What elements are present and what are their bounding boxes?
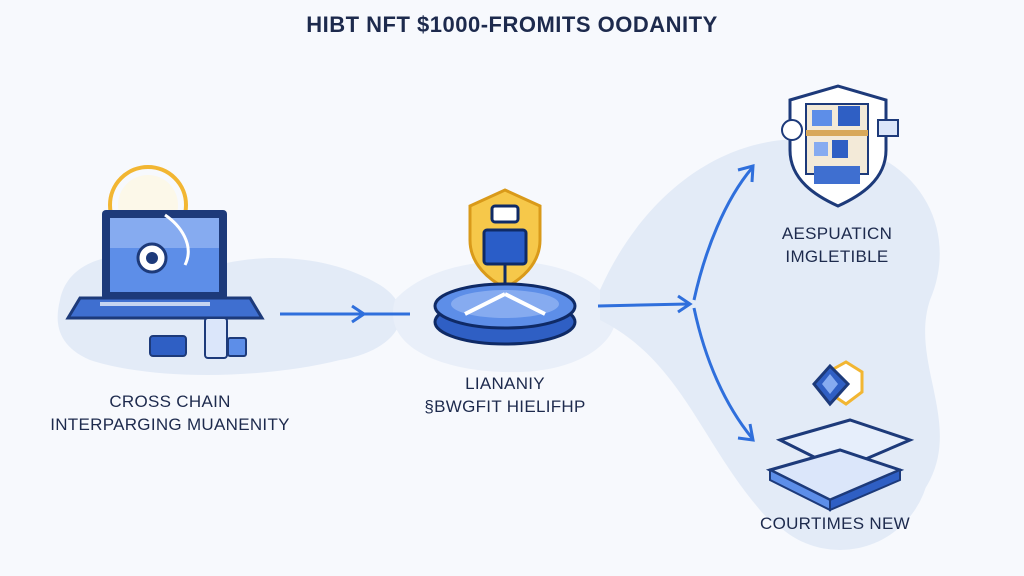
node-label-bottom-right: COURTIMES NEW	[735, 512, 935, 535]
laptop-icon	[65, 165, 265, 359]
node-label-center: LIANANIY §BWGFIT HIELIFHP	[400, 372, 610, 418]
arrow-split-to-bottom-right	[692, 307, 755, 442]
arrow-center-to-split	[597, 294, 693, 314]
node-label-top-right: AESPUATICN IMGLETIBLE	[752, 222, 922, 268]
node-label-line: LIANANIY	[465, 374, 545, 393]
arrow-left-to-center	[280, 304, 410, 324]
arrow-split-to-top-right	[692, 164, 755, 301]
node-label-line: AESPUATICN	[781, 224, 893, 243]
node-label-line: §BWGFIT HIELIFHP	[424, 397, 586, 416]
node-label-line: CROSS CHAIN	[109, 392, 231, 411]
node-label-line: COURTIMES NEW	[760, 514, 910, 533]
node-label-line: INTERPARGING MUANENITY	[50, 415, 290, 434]
node-label-cross-chain: CROSS CHAIN INTERPARGING MUANENITY	[40, 390, 300, 436]
shield-gallery-icon	[781, 84, 899, 208]
lock-platform-icon	[433, 188, 577, 346]
token-chip-icon	[765, 360, 915, 512]
page-title: HIBT NFT $1000-FROMITS OODANITY	[306, 12, 718, 37]
node-label-line: IMGLETIBLE	[785, 247, 889, 266]
